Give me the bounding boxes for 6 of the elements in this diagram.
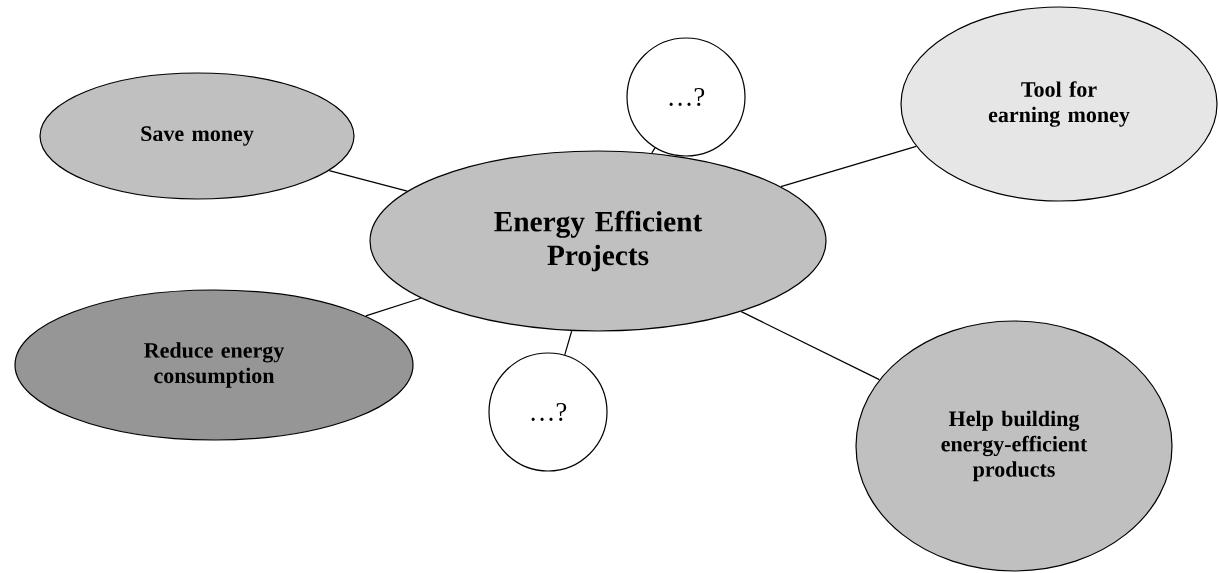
connector-line	[365, 297, 422, 317]
connector-line	[651, 147, 656, 154]
connector-line	[328, 170, 408, 192]
connector-line	[740, 311, 880, 381]
connector-line	[564, 330, 573, 356]
connector-line	[780, 145, 917, 188]
